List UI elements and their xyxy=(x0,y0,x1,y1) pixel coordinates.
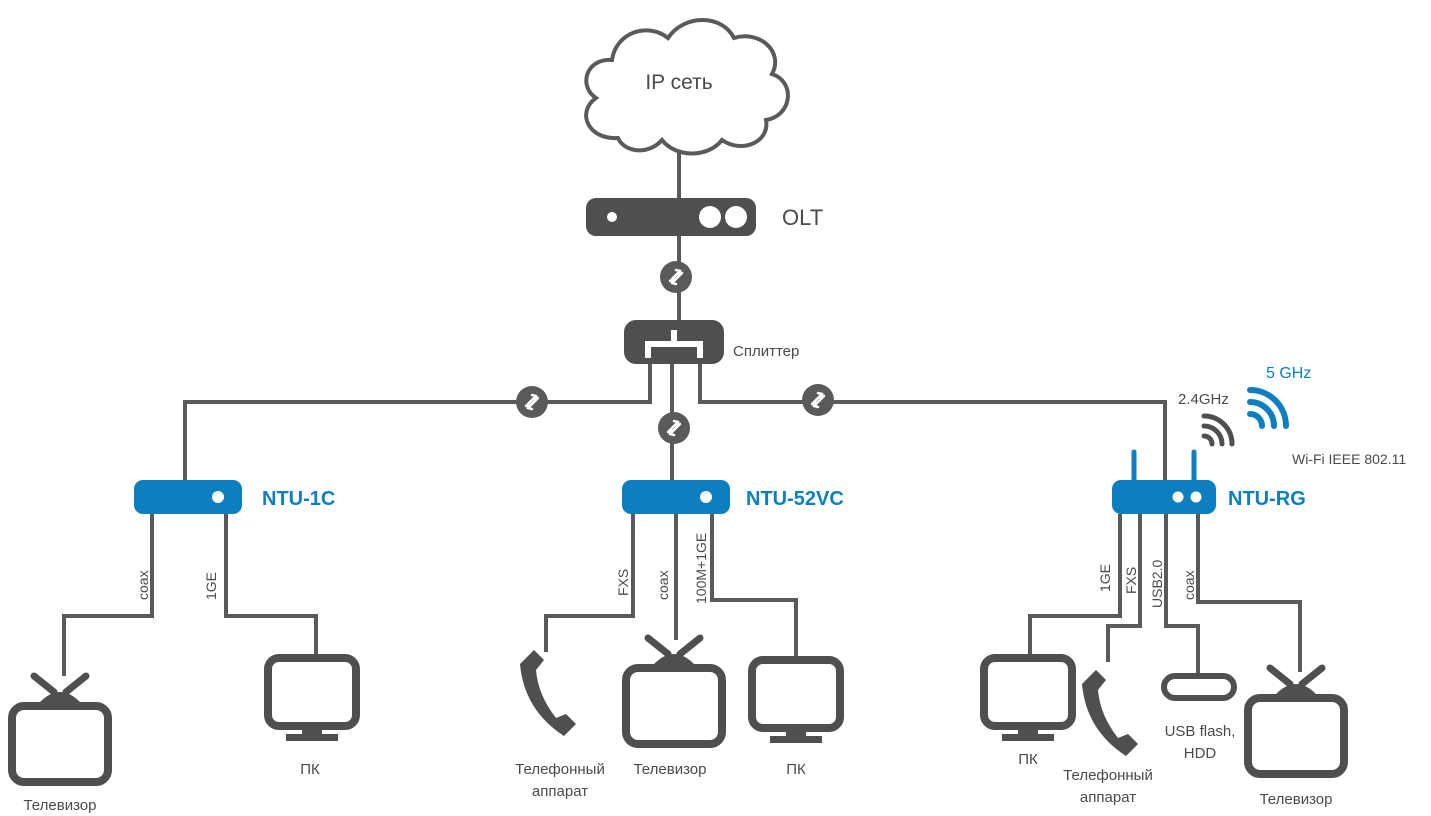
wire-ntug-tv xyxy=(1196,514,1302,672)
wire-ntu1c-tv xyxy=(62,512,154,676)
ntu52vc-phone-label-2: аппарат xyxy=(532,783,588,800)
cloud-label: IP сеть xyxy=(645,71,712,94)
olt-label: OLT xyxy=(782,205,823,230)
ntu1c-device: NTU-1C xyxy=(134,480,335,514)
ntu52vc-label: NTU-52VC xyxy=(746,488,844,510)
ntu52vc-port-100m1ge: 100M+1GE xyxy=(693,533,709,604)
wire-ntu1c-pc xyxy=(224,512,318,654)
wifi-standard-label: Wi-Fi IEEE 802.11 xyxy=(1292,451,1406,467)
splitter-device: Сплиттер xyxy=(624,320,799,364)
wifi-5-label: 5 GHz xyxy=(1266,365,1311,382)
ntug-phone-label-2: аппарат xyxy=(1080,789,1136,806)
pc-icon xyxy=(752,660,840,743)
ntug-led-2 xyxy=(1190,491,1202,503)
usb-drive-icon xyxy=(1161,673,1237,701)
cloud-shape xyxy=(584,18,790,156)
wifi-24-label: 2.4GHz xyxy=(1178,391,1229,408)
splitter-label: Сплиттер xyxy=(733,343,799,360)
fiber-connector-icon xyxy=(658,259,694,295)
ntu52vc-device: NTU-52VC xyxy=(622,480,844,514)
wire-ntu52vc-pc xyxy=(710,512,798,656)
ntu1c-pc-label: ПК xyxy=(300,761,320,778)
olt-device: OLT xyxy=(586,198,823,236)
olt-port-1 xyxy=(699,206,721,228)
wire-splitter-ntu1c xyxy=(183,364,652,482)
wire-ntug-phone xyxy=(1106,514,1142,662)
olt-port-2 xyxy=(725,206,747,228)
wire-ntug-pc xyxy=(1028,514,1122,654)
ntug-pc-label: ПК xyxy=(1018,751,1038,768)
ntug-led-1 xyxy=(1172,491,1184,503)
wire-splitter-ntug xyxy=(698,364,1167,482)
ntu1c-box xyxy=(134,480,242,514)
splitter-symbol-icon xyxy=(645,330,703,358)
ntu1c-label: NTU-1C xyxy=(262,488,335,510)
ntug-label: NTU-RG xyxy=(1228,488,1306,510)
ip-cloud: IP сеть xyxy=(584,18,790,156)
ntu52vc-port-coax: coax xyxy=(655,570,671,600)
ntug-device: NTU-RG xyxy=(1112,449,1306,514)
ntu1c-port-1ge: 1GE xyxy=(203,572,219,600)
ntug-tv-label: Телевизор xyxy=(1259,791,1332,808)
wire-ntu52vc-phone xyxy=(544,512,635,652)
ntug-usb-label-2: HDD xyxy=(1184,745,1217,762)
ntu52vc-phone-label-1: Телефонный xyxy=(515,761,605,778)
fiber-connector-icon xyxy=(514,384,550,420)
ntug-box xyxy=(1112,480,1216,514)
olt-led xyxy=(607,212,617,222)
wifi-group: 2.4GHz 5 GHz Wi-Fi IEEE 802.11 xyxy=(1178,365,1406,467)
tv-icon xyxy=(1248,668,1344,774)
ntug-phone-label-1: Телефонный xyxy=(1063,767,1153,784)
ntug-port-usb: USB2.0 xyxy=(1149,560,1165,608)
ntu52vc-led xyxy=(700,491,712,503)
fiber-connector-icon xyxy=(656,410,692,446)
tv-icon xyxy=(626,638,722,744)
phone-icon xyxy=(520,650,576,736)
ntu1c-tv-label: Телевизор xyxy=(23,797,96,814)
ntu1c-led xyxy=(212,491,224,503)
wifi-5-icon xyxy=(1247,387,1289,429)
pc-icon xyxy=(268,658,356,741)
wire-ntug-usb xyxy=(1164,514,1200,674)
wires xyxy=(62,150,1302,676)
ntug-usb-label-1: USB flash, xyxy=(1165,723,1236,740)
ntu52vc-port-fxs: FXS xyxy=(615,569,631,596)
ntug-port-coax: coax xyxy=(1181,570,1197,600)
ntu52vc-pc-label: ПК xyxy=(786,761,806,778)
tv-icon xyxy=(12,676,108,782)
phone-icon xyxy=(1082,670,1138,756)
ntu52vc-box xyxy=(622,480,730,514)
ntug-port-fxs: FXS xyxy=(1123,567,1139,594)
wifi-24-icon xyxy=(1201,413,1235,447)
ntug-port-1ge: 1GE xyxy=(1097,564,1113,592)
pc-icon xyxy=(984,658,1072,741)
ntu1c-port-coax: coax xyxy=(135,570,151,600)
fiber-connector-icon xyxy=(800,382,836,418)
ntu52vc-tv-label: Телевизор xyxy=(633,761,706,778)
